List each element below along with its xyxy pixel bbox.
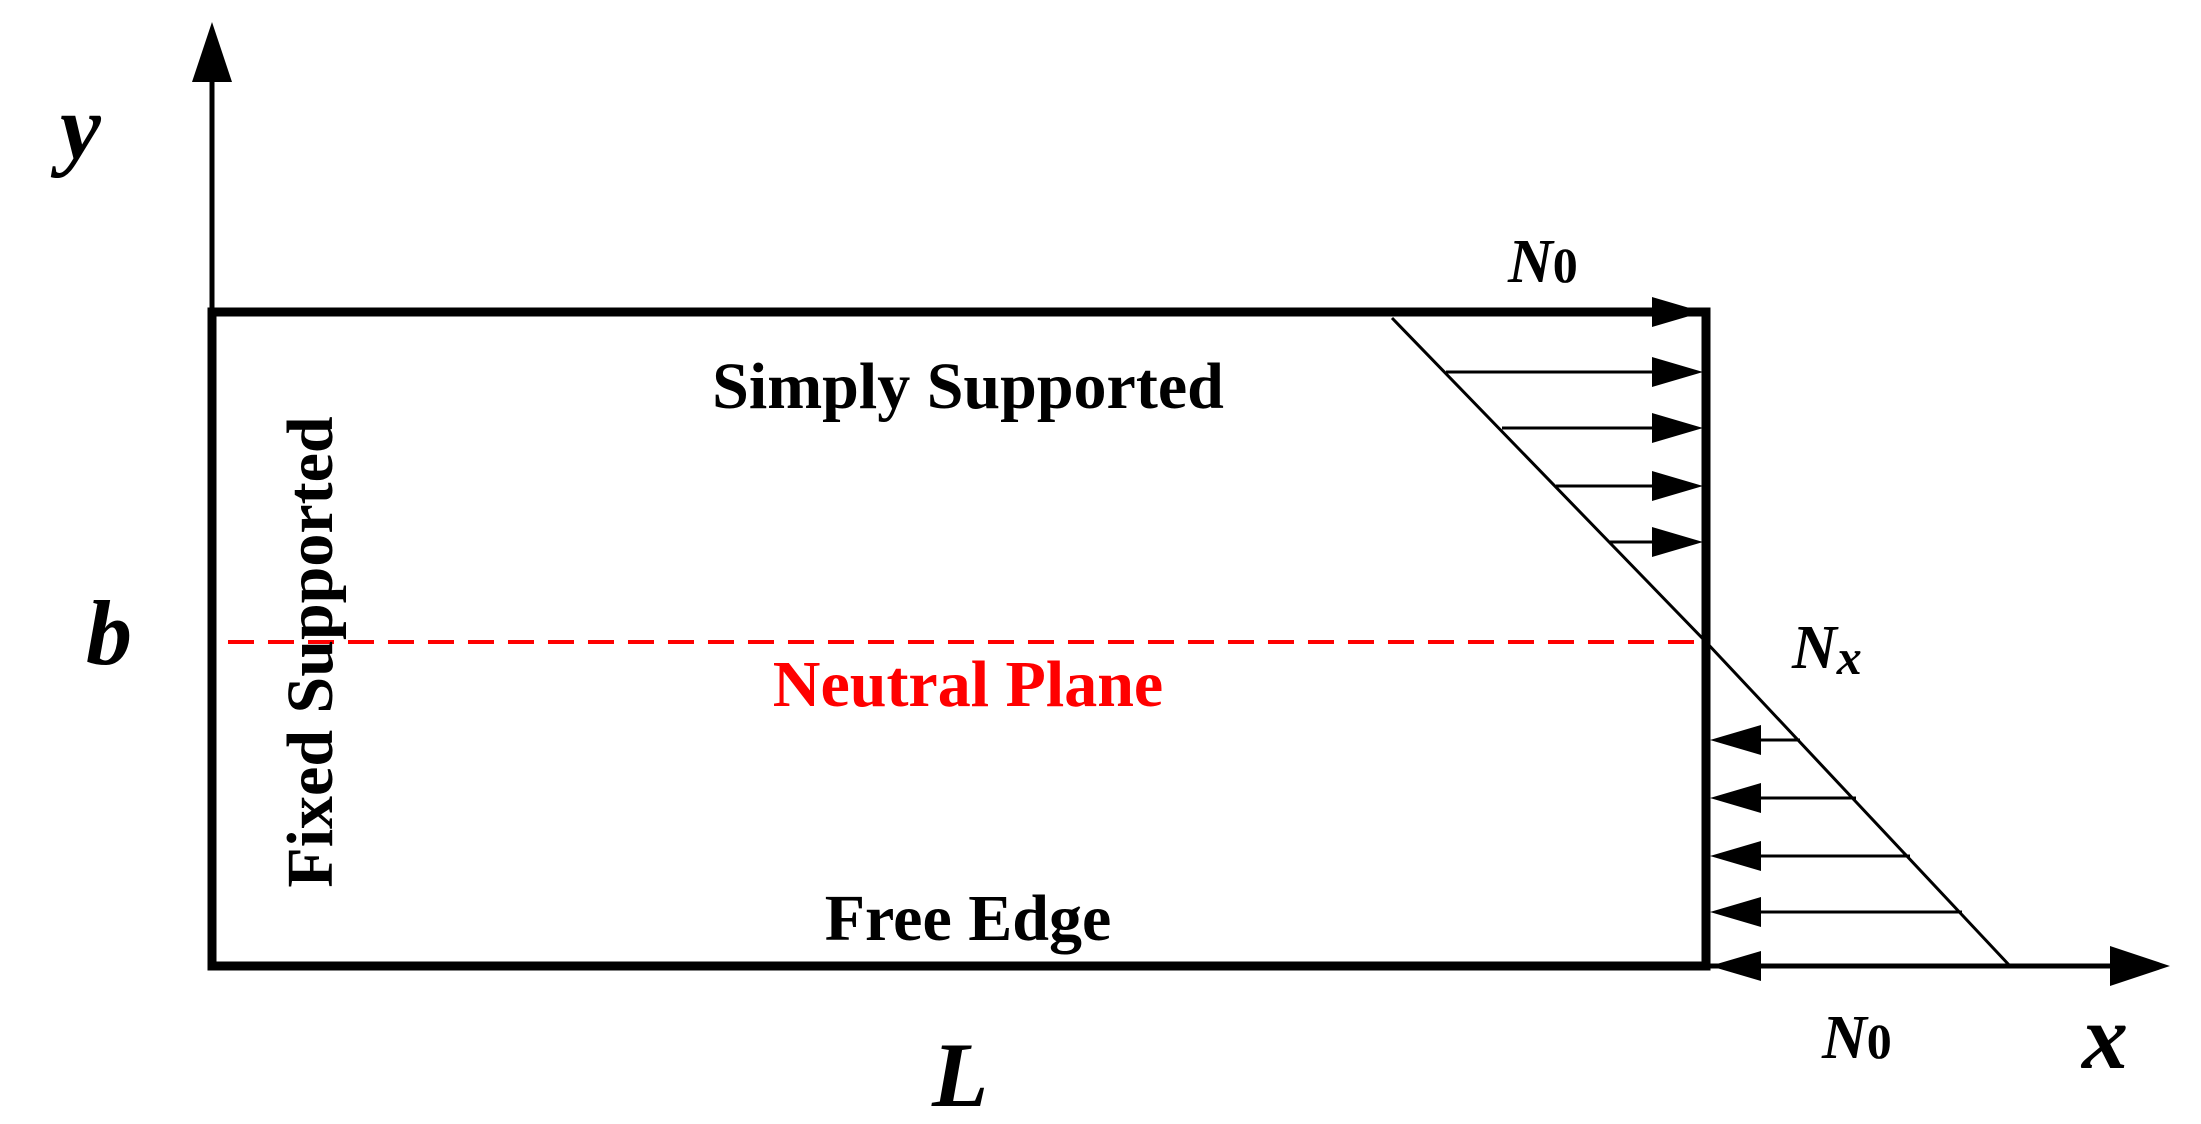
plate-outline <box>207 307 1711 971</box>
bottom-edge-label: Free Edge <box>825 882 1112 955</box>
tension-arrowhead-5 <box>1652 527 1703 557</box>
middle-force-subscript: x <box>1836 629 1862 685</box>
compression-arrowhead-5 <box>1710 951 1761 981</box>
compression-arrowhead-1 <box>1710 725 1761 755</box>
middle-force-label: Nx <box>1791 614 1862 685</box>
neutral-plane-label: Neutral Plane <box>773 648 1163 721</box>
x-axis-arrowhead <box>2110 946 2170 986</box>
y-axis-arrowhead <box>192 22 232 82</box>
tension-arrows <box>1440 297 1703 557</box>
tension-arrowhead-3 <box>1652 413 1703 443</box>
top-force-label: N0 <box>1507 228 1578 296</box>
bottom-force-symbol: N <box>1821 1004 1869 1072</box>
left-edge-label: Fixed Supported <box>274 416 347 887</box>
top-edge-label: Simply Supported <box>712 350 1224 423</box>
width-label: b <box>86 582 132 684</box>
compression-arrowhead-4 <box>1710 897 1761 927</box>
bottom-force-subscript: 0 <box>1867 1013 1892 1069</box>
middle-force-symbol: N <box>1791 614 1839 682</box>
load-diagonal-upper <box>1390 316 1708 644</box>
bottom-force-label: N0 <box>1821 1004 1892 1072</box>
x-axis-label: x <box>2080 986 2128 1088</box>
compression-arrowhead-3 <box>1710 841 1761 871</box>
tension-arrowhead-4 <box>1652 471 1703 501</box>
y-axis-label: y <box>50 76 102 178</box>
top-force-subscript: 0 <box>1553 237 1578 293</box>
compression-arrows <box>1710 725 2010 981</box>
length-label: L <box>931 1024 988 1124</box>
compression-arrowhead-2 <box>1710 783 1761 813</box>
tension-arrowhead-2 <box>1652 357 1703 387</box>
top-force-symbol: N <box>1507 228 1555 296</box>
tension-arrowhead-1 <box>1652 297 1703 327</box>
